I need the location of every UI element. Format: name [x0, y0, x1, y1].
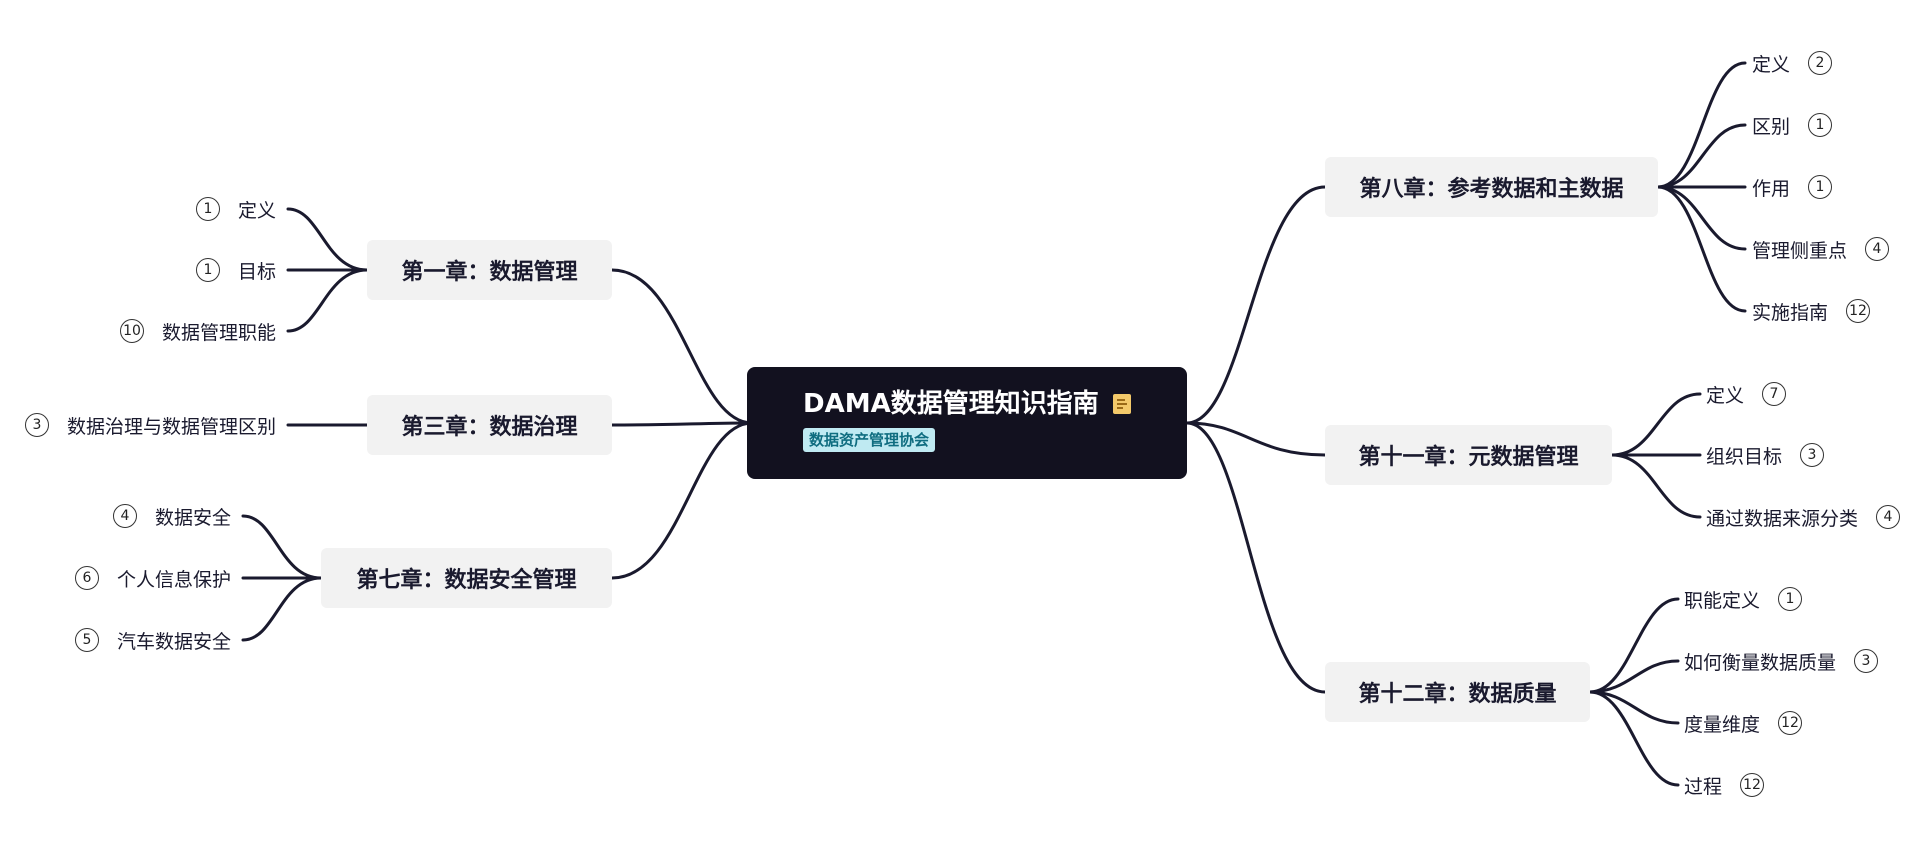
count-badge: 1: [195, 197, 220, 221]
chapter-ch1[interactable]: 第一章：数据管理: [367, 240, 612, 300]
chapter-ch8[interactable]: 第八章：参考数据和主数据: [1325, 157, 1658, 217]
count-badge: 3: [1854, 649, 1879, 673]
leaf-ch7-2[interactable]: 5 汽车数据安全: [74, 626, 231, 654]
leaf-ch3-0[interactable]: 3 数据治理与数据管理区别: [24, 411, 276, 439]
link-ch11-leaf-0: [1610, 392, 1702, 457]
link-ch1-leaf-2: [286, 268, 369, 333]
chapter-ch12[interactable]: 第十二章：数据质量: [1325, 662, 1590, 722]
link-ch7-leaf-0: [241, 514, 323, 580]
central-title: DAMA数据管理知识指南: [803, 389, 1099, 419]
central-tag[interactable]: 数据资产管理协会: [803, 428, 936, 452]
count-badge: 3: [24, 413, 49, 437]
link-ch12-leaf-2: [1588, 690, 1680, 725]
count-badge: 1: [1808, 175, 1833, 199]
count-badge: 12: [1778, 711, 1803, 735]
leaf-label: 区别: [1752, 115, 1791, 138]
central-title-row: DAMA数据管理知识指南: [803, 388, 1187, 420]
chapter-ch3[interactable]: 第三章：数据治理: [367, 395, 612, 455]
chapter-ch11[interactable]: 第十一章：元数据管理: [1325, 425, 1612, 485]
leaf-ch8-0[interactable]: 定义 2: [1752, 49, 1833, 77]
leaf-ch11-2[interactable]: 通过数据来源分类 4: [1706, 503, 1901, 531]
leaf-ch1-2[interactable]: 10 数据管理职能: [119, 317, 276, 345]
leaf-label: 汽车数据安全: [116, 630, 231, 653]
leaf-ch1-1[interactable]: 1 目标: [195, 256, 276, 284]
leaf-label: 度量维度: [1684, 713, 1761, 736]
leaf-label: 数据管理职能: [161, 321, 276, 344]
leaf-ch12-3[interactable]: 过程 12: [1684, 771, 1765, 799]
link-ch12-leaf-0: [1588, 597, 1680, 694]
link-ch1-leaf-0: [286, 207, 369, 272]
leaf-ch1-0[interactable]: 1 定义: [195, 195, 276, 223]
link-ch8-leaf-0: [1656, 61, 1747, 189]
link-central-ch8: [1185, 185, 1327, 425]
leaf-label: 通过数据来源分类: [1706, 507, 1859, 530]
link-central-ch3: [610, 421, 754, 427]
leaf-ch8-3[interactable]: 管理侧重点 4: [1752, 235, 1890, 263]
count-badge: 10: [119, 319, 144, 343]
chapter-ch7[interactable]: 第七章：数据安全管理: [321, 548, 612, 608]
count-badge: 4: [1865, 237, 1890, 261]
link-ch12-leaf-3: [1588, 690, 1680, 787]
leaf-label: 组织目标: [1706, 445, 1783, 468]
count-badge: 6: [74, 566, 99, 590]
leaf-label: 个人信息保护: [116, 568, 231, 591]
leaf-label: 定义: [1706, 384, 1745, 407]
link-ch8-leaf-4: [1656, 185, 1747, 313]
link-ch11-leaf-2: [1610, 453, 1702, 519]
central-topic[interactable]: DAMA数据管理知识指南 数据资产管理协会: [747, 367, 1187, 479]
leaf-ch12-2[interactable]: 度量维度 12: [1684, 709, 1803, 737]
link-ch8-leaf-3: [1656, 185, 1747, 251]
leaf-label: 数据治理与数据管理区别: [66, 415, 276, 438]
count-badge: 1: [1808, 113, 1833, 137]
count-badge: 3: [1800, 443, 1825, 467]
leaf-ch8-1[interactable]: 区别 1: [1752, 111, 1833, 139]
leaf-label: 管理侧重点: [1752, 239, 1848, 262]
link-central-ch11: [1185, 421, 1327, 457]
count-badge: 12: [1846, 299, 1871, 323]
link-ch7-leaf-2: [241, 576, 323, 642]
leaf-label: 目标: [237, 260, 276, 283]
leaf-ch7-1[interactable]: 6 个人信息保护: [74, 564, 231, 592]
leaf-label: 职能定义: [1684, 589, 1761, 612]
link-central-ch12: [1185, 421, 1327, 694]
leaf-ch11-1[interactable]: 组织目标 3: [1706, 441, 1825, 469]
leaf-label: 作用: [1752, 177, 1791, 200]
link-ch8-leaf-1: [1656, 123, 1747, 189]
leaf-ch12-1[interactable]: 如何衡量数据质量 3: [1684, 647, 1879, 675]
leaf-label: 实施指南: [1752, 301, 1829, 324]
leaf-ch8-2[interactable]: 作用 1: [1752, 173, 1833, 201]
count-badge: 7: [1762, 382, 1787, 406]
count-badge: 1: [195, 258, 220, 282]
leaf-label: 过程: [1684, 775, 1723, 798]
leaf-label: 定义: [1752, 53, 1791, 76]
note-icon[interactable]: [1112, 394, 1131, 414]
link-ch12-leaf-1: [1588, 659, 1680, 694]
leaf-ch8-4[interactable]: 实施指南 12: [1752, 297, 1871, 325]
count-badge: 4: [112, 504, 137, 528]
count-badge: 1: [1778, 587, 1803, 611]
count-badge: 12: [1740, 773, 1765, 797]
leaf-ch11-0[interactable]: 定义 7: [1706, 380, 1787, 408]
leaf-label: 如何衡量数据质量: [1684, 651, 1837, 674]
count-badge: 5: [74, 628, 99, 652]
leaf-ch7-0[interactable]: 4 数据安全: [112, 502, 231, 530]
link-central-ch7: [610, 421, 754, 580]
link-central-ch1: [610, 268, 754, 425]
leaf-label: 定义: [237, 199, 276, 222]
count-badge: 4: [1876, 505, 1901, 529]
count-badge: 2: [1808, 51, 1833, 75]
leaf-ch12-0[interactable]: 职能定义 1: [1684, 585, 1803, 613]
leaf-label: 数据安全: [154, 506, 231, 529]
